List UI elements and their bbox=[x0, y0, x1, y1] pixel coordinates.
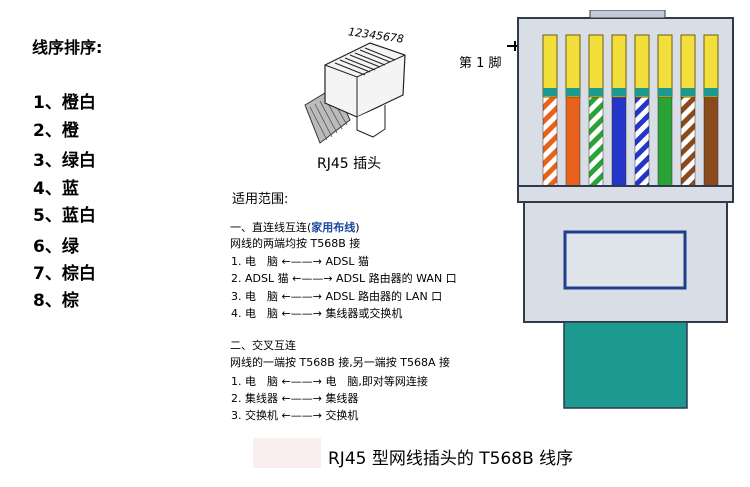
connection-row: 2. 集线器 ←——→ 集线器 bbox=[231, 392, 359, 405]
sequence-item: 4、蓝 bbox=[33, 179, 79, 199]
pin1-label: 第 1 脚 bbox=[459, 56, 502, 71]
section1-heading: 一、直连线互连( bbox=[230, 221, 312, 234]
connection-row: 1. 电 脑 ←——→ 电 脑,即对等网连接 bbox=[231, 375, 428, 388]
sequence-item: 8、棕 bbox=[33, 291, 79, 311]
sequence-item: 7、棕白 bbox=[33, 264, 96, 284]
sequence-title: 线序排序: bbox=[32, 38, 103, 57]
rj45-plug-diagram bbox=[517, 10, 734, 409]
connection-row: 3. 电 脑 ←——→ ADSL 路由器的 LAN 口 bbox=[231, 290, 443, 303]
wire-set bbox=[542, 95, 719, 187]
connection-row: 1. 电 脑 ←——→ ADSL 猫 bbox=[231, 255, 370, 268]
section2-rule: 网线的一端按 T568B 接,另一端按 T568A 接 bbox=[230, 356, 450, 369]
gold-contacts bbox=[542, 34, 719, 98]
section2-heading: 二、交叉互连 bbox=[230, 339, 296, 352]
scope-title: 适用范围: bbox=[232, 192, 289, 207]
main-caption: RJ45 型网线插头的 T568B 线序 bbox=[328, 449, 574, 469]
connection-row: 2. ADSL 猫 ←——→ ADSL 路由器的 WAN 口 bbox=[231, 272, 457, 285]
sequence-item: 2、橙 bbox=[33, 121, 79, 141]
sequence-item: 3、绿白 bbox=[33, 151, 96, 171]
connection-row: 4. 电 脑 ←——→ 集线器或交换机 bbox=[231, 307, 403, 320]
sequence-item: 1、橙白 bbox=[33, 93, 96, 113]
connection-row: 3. 交换机 ←——→ 交换机 bbox=[231, 409, 359, 422]
rj45-sketch-icon bbox=[304, 42, 406, 144]
section1-rule: 网线的两端均按 T568B 接 bbox=[230, 237, 361, 250]
section1-heading-end: ) bbox=[355, 221, 360, 234]
caption-swatch bbox=[253, 438, 321, 468]
sketch-caption: RJ45 插头 bbox=[317, 156, 382, 172]
sequence-item: 5、蓝白 bbox=[33, 206, 96, 226]
section1-heading-highlight: 家用布线 bbox=[311, 221, 356, 234]
sequence-item: 6、绿 bbox=[33, 237, 79, 257]
